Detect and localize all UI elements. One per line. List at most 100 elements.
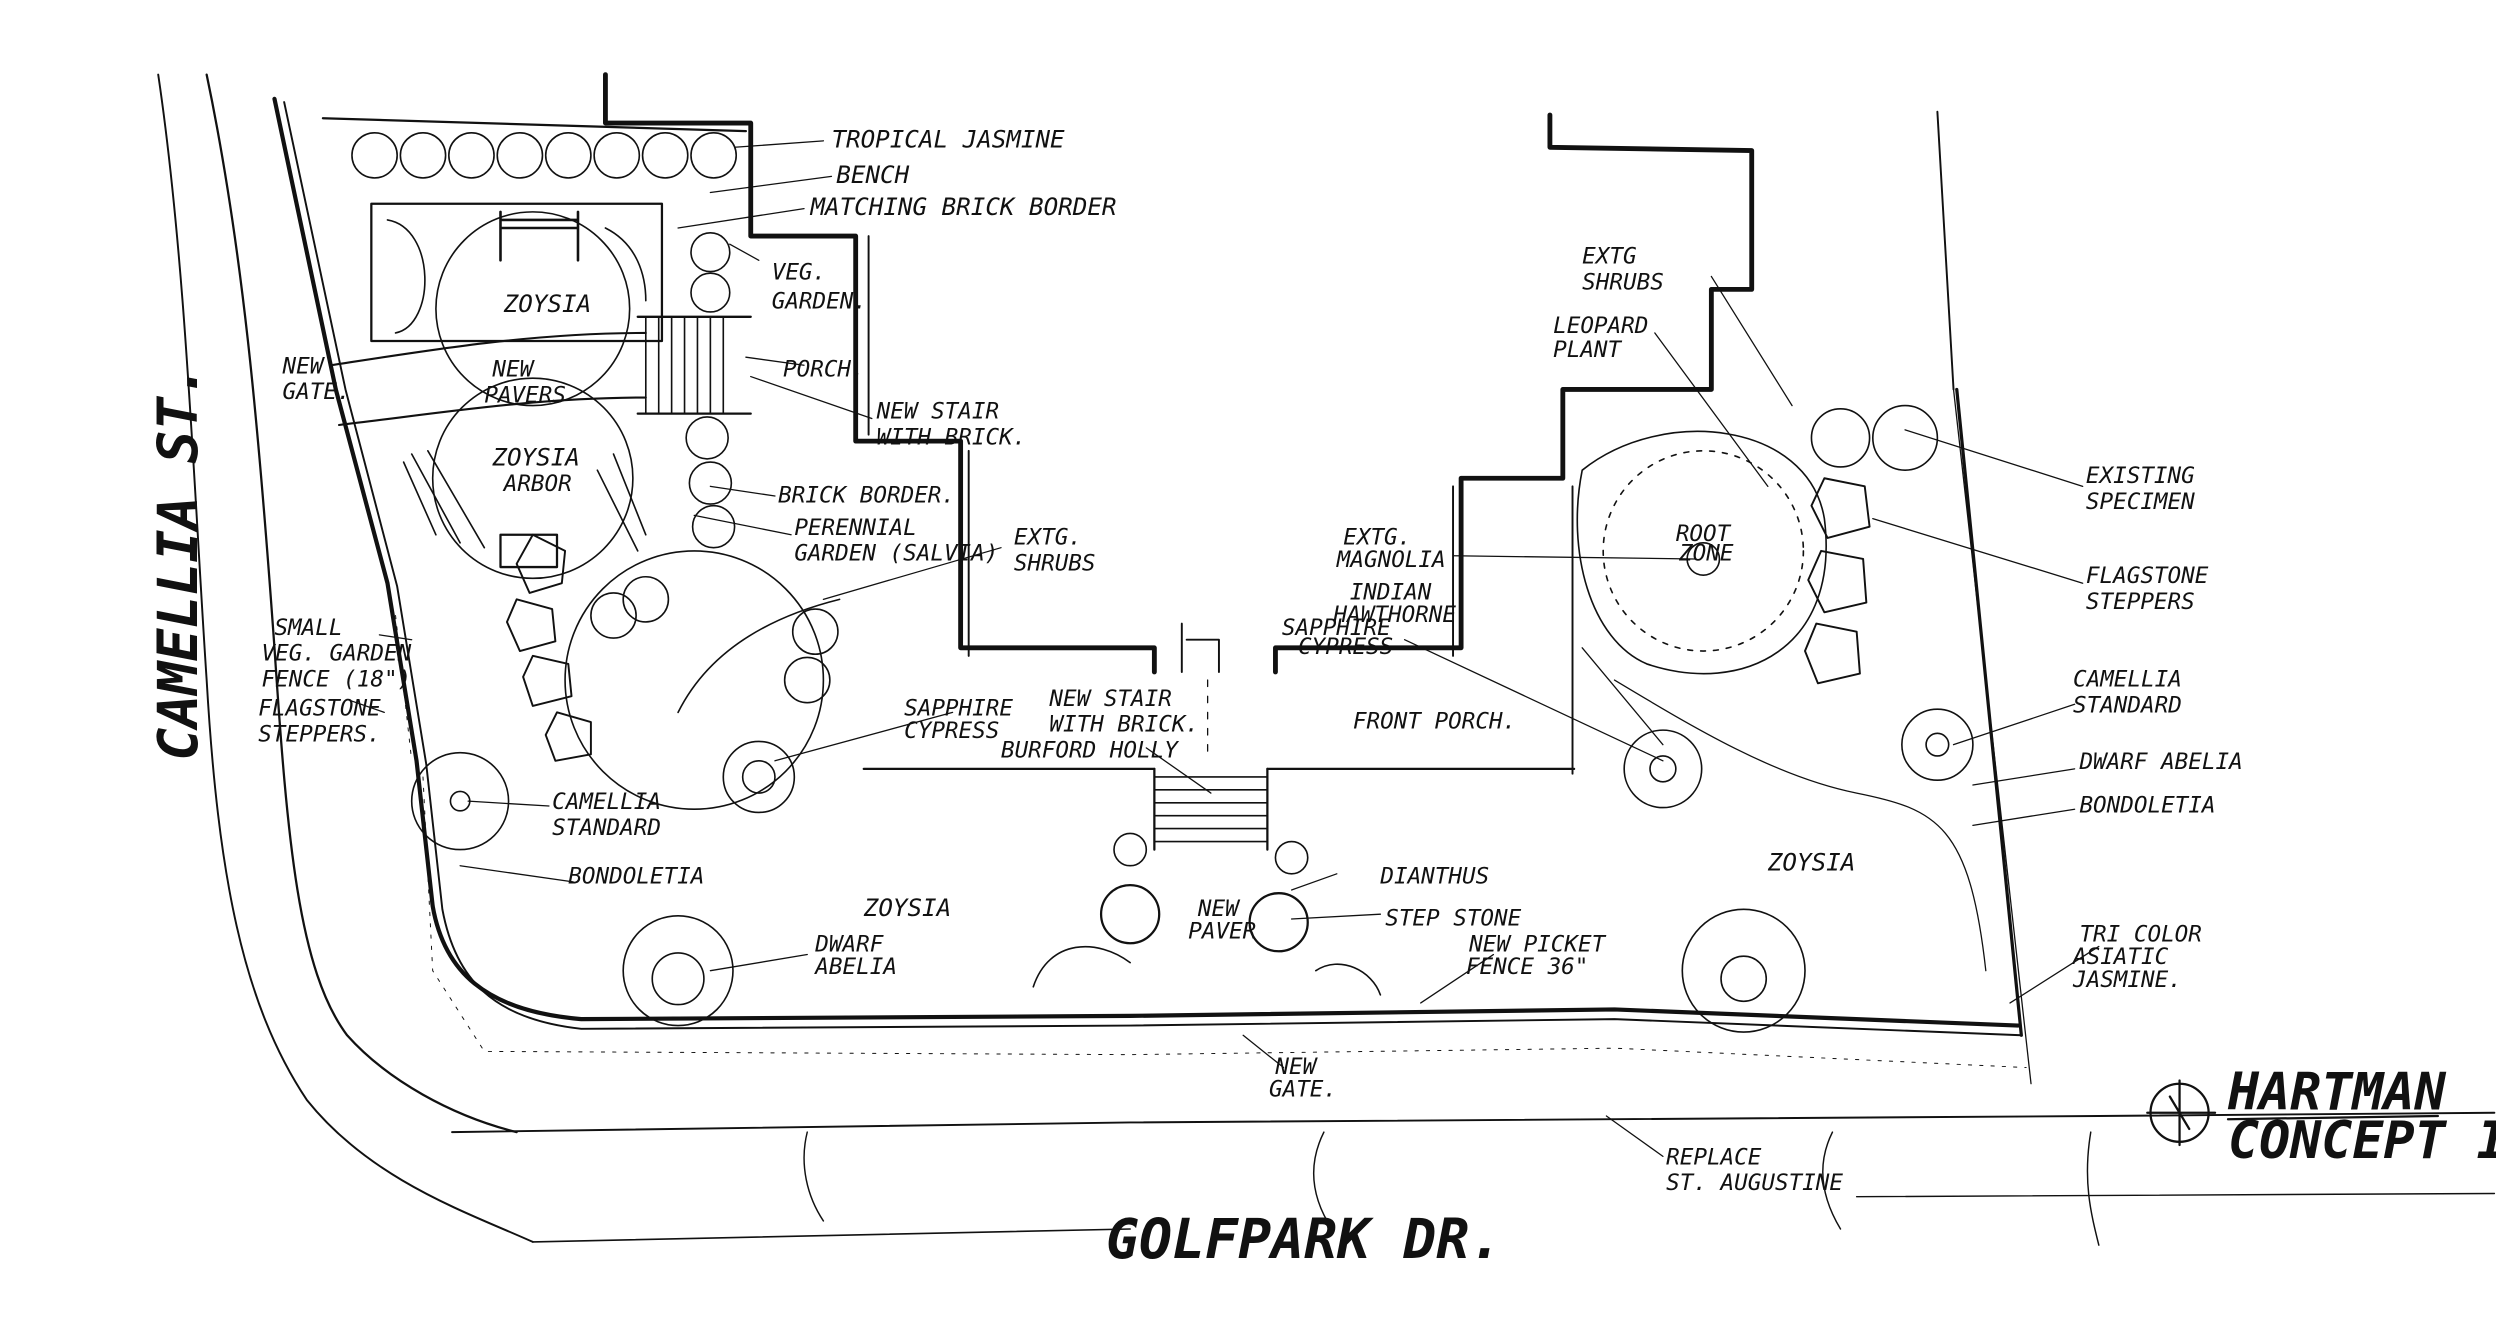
label-dwarf-abelia-right: DWARF ABELIA xyxy=(2078,749,2242,775)
label-perennial-2: GARDEN (SALVIA) xyxy=(794,541,998,567)
label-camellia-right-1: CAMELLIA xyxy=(2073,667,2182,693)
label-new-picket-2: FENCE 36" xyxy=(1466,954,1588,980)
label-new-paver-1: NEW xyxy=(1197,896,1241,922)
label-porch: PORCH. xyxy=(783,357,865,383)
label-new-gate-bottom-2: GATE. xyxy=(1269,1077,1337,1103)
label-tri-color-2: ASIATIC xyxy=(2071,944,2169,970)
perennial-shrubs xyxy=(685,232,736,549)
label-extg-magnolia-2: MAGNOLIA xyxy=(1336,547,1446,573)
label-root-zone-2: ZONE xyxy=(1678,541,1734,567)
label-leopard-1: LEOPARD xyxy=(1553,313,1648,339)
center-entry-beds xyxy=(1032,832,1382,996)
label-replace-2: ST. AUGUSTINE xyxy=(1666,1170,1843,1196)
label-extg-shrubs-right-1: EXTG xyxy=(1582,244,1636,270)
north-arrow-icon xyxy=(2146,1079,2217,1147)
label-arbor: ARBOR xyxy=(502,471,572,497)
label-new-stair-brick-2: WITH BRICK. xyxy=(877,424,1027,450)
flagstone-steppers-left xyxy=(505,533,592,762)
center-stair xyxy=(1153,767,1269,851)
label-existing-specimen-2: SPECIMEN xyxy=(2086,489,2195,515)
label-extg-magnolia-1: EXTG. xyxy=(1343,524,1411,550)
label-veg-garden-1: VEG. xyxy=(772,260,826,286)
label-sapphire-cypress-2: CYPRESS xyxy=(904,718,999,744)
label-bondoletia-right: BONDOLETIA xyxy=(2079,792,2215,818)
right-property-line xyxy=(1936,110,2032,1085)
label-new-pavers-1: NEW xyxy=(491,357,535,383)
left-stair xyxy=(636,315,752,415)
label-flagstone-right-2: STEPPERS xyxy=(2086,589,2195,615)
label-new-stair-center-2: WITH BRICK. xyxy=(1049,712,1199,738)
arbor-circle xyxy=(402,377,647,580)
title-block: HARTMAN CONCEPT I xyxy=(2226,1063,2496,1171)
label-step-stone: STEP STONE xyxy=(1385,905,1521,931)
label-camellia-right-2: STANDARD xyxy=(2073,692,2182,718)
street-name-camellia: CAMELLIA ST. xyxy=(146,364,210,760)
label-zoysia-center: ZOYSIA xyxy=(863,894,951,922)
label-camellia-left-2: STANDARD xyxy=(552,815,661,841)
flagstone-steppers-right xyxy=(1804,477,1871,685)
label-small-veg-3: FENCE (18") xyxy=(262,667,412,693)
label-flagstone-right-1: FLAGSTONE xyxy=(2086,563,2209,589)
plant-labels: TROPICAL JASMINE BENCH MATCHING BRICK BO… xyxy=(258,125,2242,1196)
street-lawn-shapes xyxy=(803,1131,2100,1246)
label-new-pavers-2: PAVERS xyxy=(484,382,566,408)
label-zoysia-arbor: ZOYSIA xyxy=(491,443,579,471)
picket-fence xyxy=(272,96,2023,1037)
label-small-veg-1: SMALL xyxy=(274,615,342,641)
label-veg-garden-2: GARDEN. xyxy=(772,289,867,315)
label-tri-color-1: TRI COLOR xyxy=(2079,922,2201,948)
label-new-gate-top-1: NEW xyxy=(282,353,326,379)
label-replace-1: REPLACE xyxy=(1666,1144,1762,1170)
label-new-stair-center-1: NEW STAIR xyxy=(1048,686,1171,712)
label-zoysia-top: ZOYSIA xyxy=(503,290,591,318)
label-dianthus: DIANTHUS xyxy=(1379,863,1489,889)
veg-garden xyxy=(370,202,664,407)
leader-lines xyxy=(346,140,2100,1157)
label-camellia-left-1: CAMELLIA xyxy=(552,789,661,815)
label-sapphire-cypress-1: SAPPHIRE xyxy=(904,696,1013,722)
label-burford-holly: BURFORD HOLLY xyxy=(1001,738,1179,764)
title-line-1: HARTMAN xyxy=(2227,1063,2447,1123)
extg-shrubs-left-cluster xyxy=(564,550,841,814)
label-front-porch: FRONT PORCH. xyxy=(1353,709,1516,735)
label-sapphire-right-1: SAPPHIRE xyxy=(1282,615,1391,641)
label-new-stair-brick-1: NEW STAIR xyxy=(876,399,999,425)
label-flagstone-left-1: FLAGSTONE xyxy=(258,696,381,722)
golfpark-drive-curbs xyxy=(451,1111,2496,1243)
label-new-gate-top-2: GATE. xyxy=(283,379,351,405)
house-outline xyxy=(603,72,1755,775)
label-extg-shrubs-left-2: SHRUBS xyxy=(1014,550,1096,576)
label-flagstone-left-2: STEPPERS. xyxy=(258,721,380,747)
street-name-golfpark: GOLFPARK DR. xyxy=(1106,1207,1502,1271)
label-indian-hawthorne-2: HAWTHORNE xyxy=(1333,602,1457,628)
label-bench: BENCH xyxy=(836,161,909,189)
title-line-2: CONCEPT I xyxy=(2228,1111,2496,1171)
label-leopard-2: PLANT xyxy=(1553,337,1622,363)
camellia-street-curbs xyxy=(157,73,534,1243)
label-tri-color-3: JASMINE. xyxy=(2072,967,2182,993)
label-matching-brick-border: MATCHING BRICK BORDER xyxy=(809,193,1116,221)
label-existing-specimen-1: EXISTING xyxy=(2086,463,2195,489)
label-perennial-1: PERENNIAL xyxy=(794,515,916,541)
right-lawn-edge xyxy=(1613,679,1987,972)
label-sapphire-right-2: CYPRESS xyxy=(1298,634,1393,660)
label-new-paver-2: PAVER xyxy=(1188,918,1256,944)
label-new-gate-bottom-1: NEW xyxy=(1274,1054,1318,1080)
label-dwarf-abelia-left-1: DWARF xyxy=(814,931,883,957)
label-tropical-jasmine: TROPICAL JASMINE xyxy=(831,125,1065,153)
label-extg-shrubs-left-1: EXTG. xyxy=(1014,524,1082,550)
label-bondoletia-left: BONDOLETIA xyxy=(568,863,704,889)
label-dwarf-abelia-left-2: ABELIA xyxy=(813,954,897,980)
label-small-veg-2: VEG. GARDEN xyxy=(262,641,412,667)
label-brick-border: BRICK BORDER. xyxy=(778,482,955,508)
label-indian-hawthorne-1: INDIAN xyxy=(1350,579,1432,605)
label-extg-shrubs-right-2: SHRUBS xyxy=(1582,269,1664,295)
label-zoysia-right: ZOYSIA xyxy=(1767,849,1855,877)
sapphire-cypress-right xyxy=(1623,708,1974,1033)
tropical-jasmine-row xyxy=(321,117,748,179)
label-new-picket-1: NEW PICKET xyxy=(1468,931,1606,957)
existing-specimen xyxy=(1810,404,1939,471)
new-pavers-path xyxy=(329,331,647,427)
bed-boundary-dots xyxy=(395,615,2027,1069)
label-root-zone-1: ROOT xyxy=(1676,521,1732,547)
